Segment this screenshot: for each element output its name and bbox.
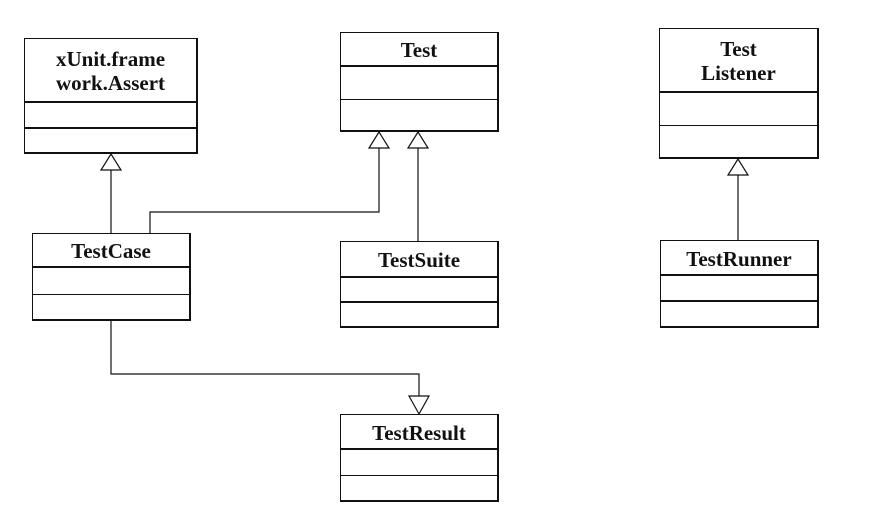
generalization-testrunner-listener — [726, 157, 750, 240]
class-box-test-listener[interactable]: Test Listener — [659, 28, 819, 159]
class-attributes-section — [25, 103, 196, 129]
class-attributes-section — [341, 67, 497, 100]
class-attributes-section — [341, 450, 497, 476]
hollow-triangle-arrowhead — [367, 130, 391, 149]
connector-line — [149, 148, 380, 233]
class-operations-section — [25, 129, 196, 152]
class-operations-section — [33, 295, 189, 319]
class-attributes-section — [341, 278, 497, 303]
class-operations-section — [660, 126, 817, 157]
class-attributes-section — [660, 93, 817, 126]
class-attributes-section — [661, 276, 817, 302]
hollow-triangle-arrowhead — [726, 157, 750, 176]
class-box-assert[interactable]: xUnit.frame work.Assert — [24, 38, 198, 154]
class-name: TestCase — [33, 234, 189, 268]
generalization-testcase-testresult — [110, 321, 431, 416]
hollow-triangle-arrowhead — [99, 152, 123, 171]
hollow-triangle-arrowhead — [407, 395, 431, 416]
class-box-testrunner[interactable]: TestRunner — [660, 240, 819, 328]
generalization-testcase-test — [149, 130, 391, 233]
class-operations-section — [661, 302, 817, 326]
class-operations-section — [341, 303, 497, 326]
class-name: Test Listener — [660, 29, 817, 93]
class-operations-section — [341, 100, 497, 130]
generalization-testcase-assert — [99, 152, 123, 233]
class-attributes-section — [33, 268, 189, 295]
hollow-triangle-arrowhead — [406, 130, 430, 149]
connector-line — [110, 321, 420, 396]
class-name: Test — [341, 33, 497, 67]
class-box-testsuite[interactable]: TestSuite — [340, 241, 499, 328]
generalization-testsuite-test — [406, 130, 430, 241]
class-box-testresult[interactable]: TestResult — [340, 414, 499, 502]
class-box-testcase[interactable]: TestCase — [32, 233, 191, 321]
class-box-test[interactable]: Test — [340, 32, 499, 132]
class-operations-section — [341, 476, 497, 500]
class-name: TestResult — [341, 415, 497, 450]
class-name: xUnit.frame work.Assert — [25, 39, 196, 103]
class-name: TestSuite — [341, 242, 497, 278]
class-name: TestRunner — [661, 241, 817, 276]
